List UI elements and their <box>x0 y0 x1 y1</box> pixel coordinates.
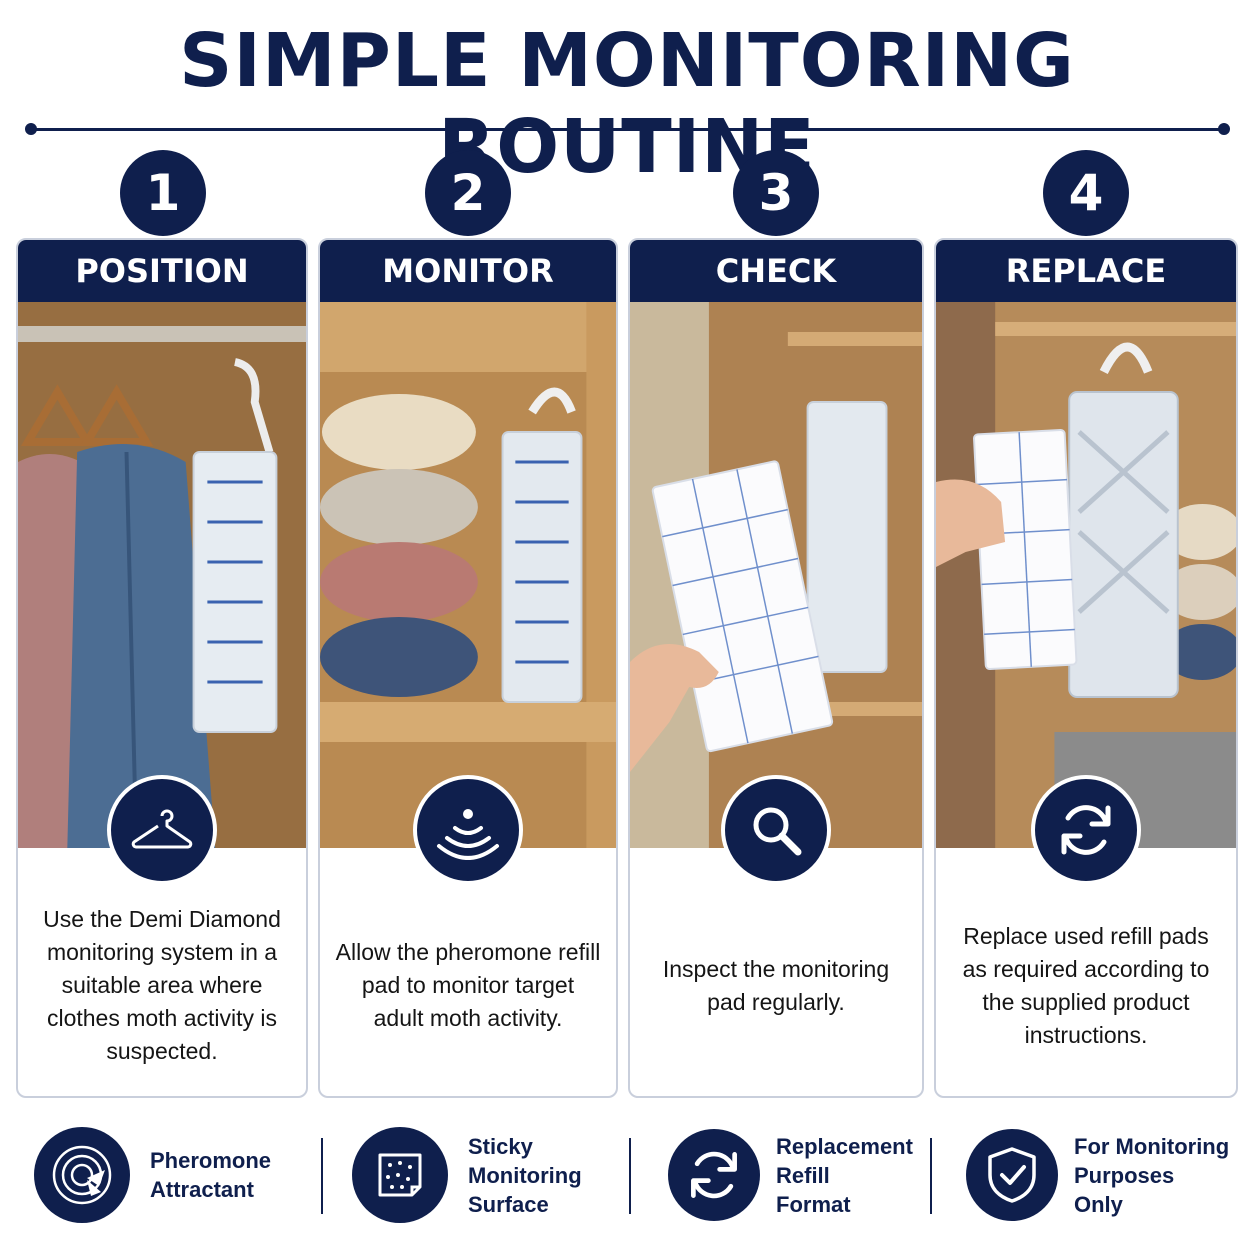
feature-replacement-refill: Replacement Refill Format <box>668 1125 913 1225</box>
shield-check-icon <box>966 1129 1058 1221</box>
step-description: Use the Demi Diamond monitoring system i… <box>43 906 281 1064</box>
moth-target-icon <box>34 1127 130 1223</box>
feature-monitoring-only: For Monitoring Purposes Only <box>966 1125 1229 1225</box>
refresh-icon <box>668 1129 760 1221</box>
divider-dot-left <box>25 123 37 135</box>
divider-dot-right <box>1218 123 1230 135</box>
page-title: SIMPLE MONITORING ROUTINE <box>179 18 1075 190</box>
signal-waves-icon <box>413 775 523 885</box>
sticky-pad-icon <box>352 1127 448 1223</box>
step-heading: REPLACE <box>936 240 1236 302</box>
step-description: Inspect the monitoring pad regularly. <box>662 955 890 1015</box>
feature-separator <box>629 1138 631 1214</box>
feature-label: Pheromone Attractant <box>150 1148 272 1202</box>
step-description: Replace used refill pads as required acc… <box>962 922 1210 1048</box>
feature-sticky-surface: Sticky Monitoring Surface <box>352 1125 582 1225</box>
step-number-2: 2 <box>425 150 511 236</box>
feature-separator <box>321 1138 323 1214</box>
step-card-replace: REPLACE <box>934 238 1238 1098</box>
feature-pheromone-attractant: Pheromone Attractant <box>34 1125 271 1225</box>
photo-replacing-refill-pad <box>936 302 1236 848</box>
photo-trap-hanging-in-wardrobe <box>18 302 306 848</box>
step-heading: MONITOR <box>320 240 616 302</box>
step-number-3: 3 <box>733 150 819 236</box>
feature-separator <box>930 1138 932 1214</box>
step-number-1: 1 <box>120 150 206 236</box>
refresh-icon <box>1031 775 1141 885</box>
feature-label: Sticky Monitoring Surface <box>468 1133 582 1217</box>
step-card-monitor: MONITOR <box>318 238 618 1098</box>
step-heading: POSITION <box>18 240 306 302</box>
step-number-4: 4 <box>1043 150 1129 236</box>
step-description: Allow the pheromone refill pad to monito… <box>335 939 601 1031</box>
hanger-icon <box>107 775 217 885</box>
feature-label: Replacement Refill Format <box>776 1133 913 1217</box>
photo-trap-on-shelf <box>320 302 616 848</box>
step-heading: CHECK <box>630 240 922 302</box>
magnifier-icon <box>721 775 831 885</box>
feature-label: For Monitoring Purposes Only <box>1074 1133 1230 1217</box>
title-divider <box>30 128 1226 131</box>
photo-hand-holding-pad <box>630 302 922 848</box>
step-card-position: POSITION Use the Demi <box>16 238 308 1098</box>
step-card-check: CHECK <box>628 238 924 1098</box>
